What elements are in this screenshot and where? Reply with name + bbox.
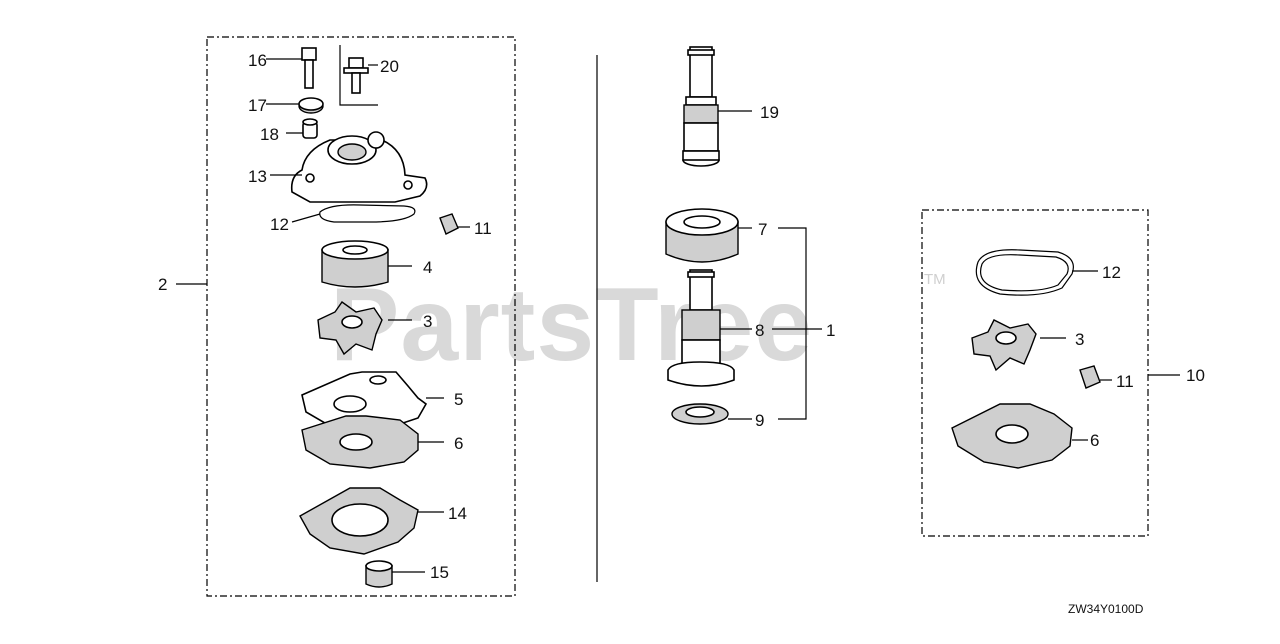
callout-10: 10 bbox=[1186, 366, 1205, 385]
part-12-o-ring-right[interactable] bbox=[975, 249, 1098, 296]
callout-1: 1 bbox=[826, 321, 835, 340]
part-6-gasket-right[interactable] bbox=[951, 403, 1088, 469]
part-3-impeller-right[interactable] bbox=[971, 319, 1066, 372]
part-15-collar[interactable] bbox=[365, 560, 425, 588]
callout-9: 9 bbox=[755, 411, 764, 430]
callout-13: 13 bbox=[248, 167, 267, 186]
callout-18: 18 bbox=[260, 125, 279, 144]
part-5-plate[interactable] bbox=[301, 371, 444, 427]
part-8-shaft[interactable] bbox=[667, 269, 752, 387]
part-17-washer[interactable] bbox=[266, 97, 324, 114]
callout-19: 19 bbox=[760, 103, 779, 122]
callout-6-right: 6 bbox=[1090, 431, 1099, 450]
callout-4: 4 bbox=[423, 258, 432, 277]
callout-15: 15 bbox=[430, 563, 449, 582]
right-group-frame bbox=[921, 209, 1149, 537]
part-14-gasket[interactable] bbox=[299, 487, 444, 555]
callout-5: 5 bbox=[454, 390, 463, 409]
part-6-gasket[interactable] bbox=[301, 415, 444, 469]
part-12-o-ring[interactable] bbox=[291, 204, 416, 223]
callout-2: 2 bbox=[158, 275, 167, 294]
watermark: PartsTree bbox=[330, 267, 813, 383]
callout-6: 6 bbox=[454, 434, 463, 453]
part-11-key[interactable] bbox=[439, 213, 470, 235]
callout-3: 3 bbox=[423, 312, 432, 331]
part-11-key-right[interactable] bbox=[1079, 365, 1112, 389]
callout-16: 16 bbox=[248, 51, 267, 70]
part-18-collar[interactable] bbox=[286, 118, 318, 139]
callout-11: 11 bbox=[474, 219, 492, 238]
part-3-impeller[interactable] bbox=[317, 301, 412, 356]
callout-20: 20 bbox=[380, 57, 399, 76]
callout-3-right: 3 bbox=[1075, 330, 1084, 349]
left-group-frame bbox=[206, 36, 516, 597]
part-4-insert[interactable] bbox=[321, 240, 412, 288]
part-20-flange-bolt[interactable] bbox=[343, 57, 378, 94]
watermark-trademark: TM bbox=[924, 271, 946, 288]
part-9-washer[interactable] bbox=[671, 403, 752, 425]
part-13-pump-case[interactable] bbox=[270, 131, 428, 203]
callout-8: 8 bbox=[755, 321, 764, 340]
part-19-shaft[interactable] bbox=[682, 46, 752, 167]
callout-12: 12 bbox=[270, 215, 289, 234]
part-7-seal[interactable] bbox=[665, 208, 752, 263]
diagram-code: ZW34Y0100D bbox=[1068, 602, 1144, 616]
part-16-bolt[interactable] bbox=[266, 47, 317, 89]
group-1-bracket bbox=[778, 227, 807, 420]
callout-11-right: 11 bbox=[1116, 372, 1134, 391]
callout-12-right: 12 bbox=[1102, 263, 1121, 282]
callout-17: 17 bbox=[248, 96, 267, 115]
callout-7: 7 bbox=[758, 220, 767, 239]
callout-14: 14 bbox=[448, 504, 467, 523]
